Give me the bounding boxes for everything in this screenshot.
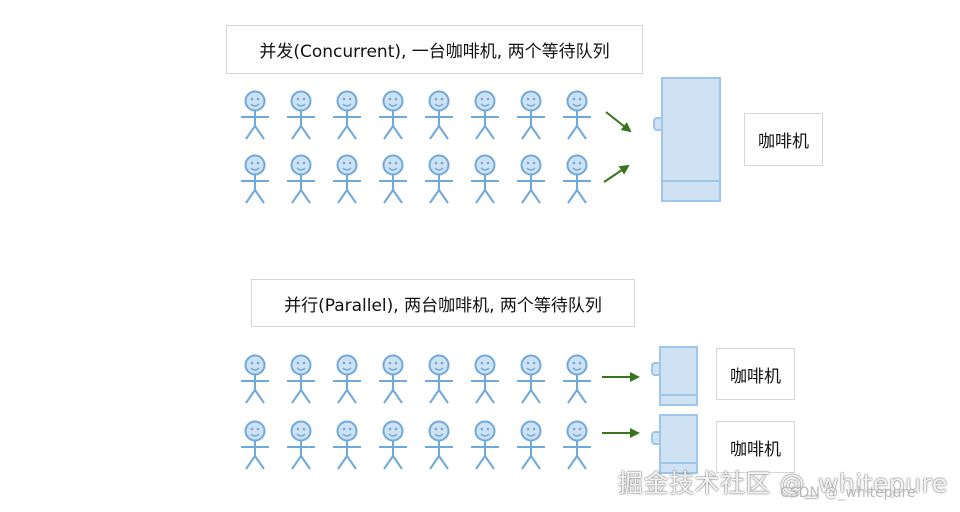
parallel-queue-1-person-5 [425, 354, 453, 404]
person-head [382, 154, 404, 176]
concurrent-queue-1-person-8 [563, 90, 591, 140]
concurrent-queue-2-person-8 [563, 154, 591, 204]
parallel-queue-2-person-6 [471, 420, 499, 470]
concurrent-queue-1-person-6 [471, 90, 499, 140]
person-head [520, 420, 542, 442]
person-head [290, 420, 312, 442]
parallel-queue-1-person-1 [241, 354, 269, 404]
csdn-watermark: CSDN @_whitepure [780, 485, 916, 501]
parallel-queue-1-person-8 [563, 354, 591, 404]
concurrent-queue-2-person-4 [379, 154, 407, 204]
machine-layer [651, 77, 721, 474]
concurrent-queue-2-person-1 [241, 154, 269, 204]
concurrent-title-box: 并发(Concurrent), 一台咖啡机, 两个等待队列 [226, 25, 643, 74]
person-head [428, 420, 450, 442]
parallel-queue-2-person-1 [241, 420, 269, 470]
person-head [474, 154, 496, 176]
concurrent-queue-2-person-5 [425, 154, 453, 204]
people-layer [241, 90, 591, 470]
parallel-title-box: 并行(Parallel), 两台咖啡机, 两个等待队列 [251, 279, 635, 327]
juejin-watermark: 掘金技术社区 @_whitepure [618, 469, 948, 498]
person-head [336, 420, 358, 442]
person-head [566, 90, 588, 112]
concurrent-machine-label-box: 咖啡机 [744, 113, 823, 166]
concurrent-queue-1-person-1 [241, 90, 269, 140]
person-head [520, 90, 542, 112]
concurrent-queue-2-person-3 [333, 154, 361, 204]
parallel-title: 并行(Parallel), 两台咖啡机, 两个等待队列 [284, 295, 602, 316]
person-head [566, 354, 588, 376]
person-head [428, 90, 450, 112]
person-head [566, 154, 588, 176]
parallel-machine-label-box-1: 咖啡机 [716, 348, 795, 400]
concurrent-arrow-1 [605, 111, 632, 133]
concurrent-coffee-machine [653, 77, 721, 202]
person-head [382, 420, 404, 442]
person-head [244, 354, 266, 376]
parallel-queue-2-person-7 [517, 420, 545, 470]
parallel-queue-1-person-3 [333, 354, 361, 404]
person-head [336, 90, 358, 112]
concurrent-title: 并发(Concurrent), 一台咖啡机, 两个等待队列 [259, 42, 610, 62]
concurrent-machine-label: 咖啡机 [758, 132, 809, 152]
person-head [520, 154, 542, 176]
machine-body [661, 77, 721, 202]
parallel-queue-1-person-7 [517, 354, 545, 404]
parallel-queue-1-person-6 [471, 354, 499, 404]
parallel-machine-label-1: 咖啡机 [730, 366, 781, 387]
person-head [336, 154, 358, 176]
parallel-queue-2-person-5 [425, 420, 453, 470]
person-head [474, 420, 496, 442]
person-head [474, 90, 496, 112]
person-head [520, 354, 542, 376]
person-head [290, 90, 312, 112]
concurrent-queue-2-person-2 [287, 154, 315, 204]
parallel-queue-2-person-8 [563, 420, 591, 470]
person-head [382, 354, 404, 376]
person-head [290, 154, 312, 176]
parallel-queue-2-person-2 [287, 420, 315, 470]
person-head [566, 420, 588, 442]
person-head [428, 154, 450, 176]
machine-body [659, 346, 698, 406]
person-head [382, 90, 404, 112]
parallel-queue-1-person-4 [379, 354, 407, 404]
arrow-layer [602, 111, 640, 438]
concurrent-queue-1-person-4 [379, 90, 407, 140]
concurrent-queue-1-person-5 [425, 90, 453, 140]
concurrent-queue-1-person-2 [287, 90, 315, 140]
parallel-coffee-machine-2 [651, 414, 698, 474]
person-head [336, 354, 358, 376]
person-head [290, 354, 312, 376]
parallel-machine-label-2: 咖啡机 [730, 439, 781, 460]
concurrent-queue-2-person-6 [471, 154, 499, 204]
parallel-machine-label-box-2: 咖啡机 [716, 421, 795, 473]
person-head [244, 420, 266, 442]
parallel-queue-2-person-3 [333, 420, 361, 470]
person-head [474, 354, 496, 376]
concurrent-arrow-2 [603, 164, 630, 183]
concurrent-queue-2-person-7 [517, 154, 545, 204]
person-head [244, 154, 266, 176]
concurrent-queue-1-person-7 [517, 90, 545, 140]
parallel-queue-2-person-4 [379, 420, 407, 470]
parallel-coffee-machine-1 [651, 346, 698, 406]
parallel-queue-1-person-2 [287, 354, 315, 404]
person-head [244, 90, 266, 112]
person-head [428, 354, 450, 376]
concurrent-queue-1-person-3 [333, 90, 361, 140]
